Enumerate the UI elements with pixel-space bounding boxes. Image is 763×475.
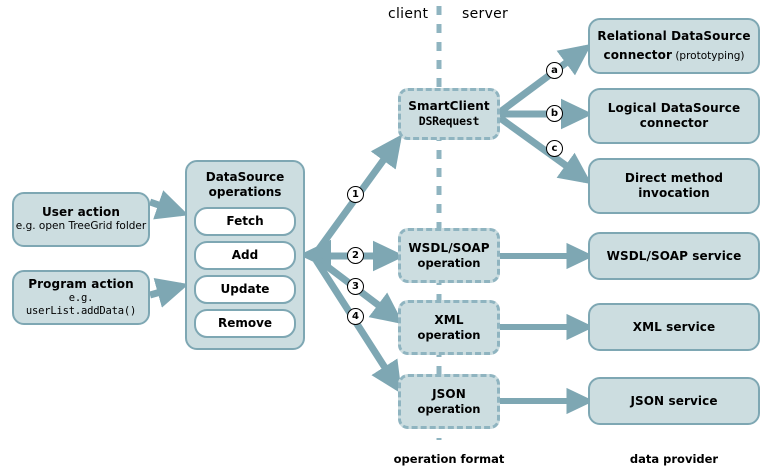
wsdl-soap-operation-line2: operation <box>417 255 481 270</box>
node-xml-operation[interactable]: XML operation <box>398 300 500 355</box>
smartclient-dsrequest-line1: SmartClient <box>408 99 490 114</box>
node-smartclient-dsrequest[interactable]: SmartClient DSRequest <box>398 88 500 140</box>
xml-operation-line2: operation <box>417 327 481 342</box>
arrow-c-direct-method <box>497 115 592 185</box>
program-action-example: e.g. userList.addData() <box>25 291 137 317</box>
operation-fetch-button[interactable]: Fetch <box>194 207 296 236</box>
arrow-user-action-to-operations <box>148 190 189 220</box>
node-json-service[interactable]: JSON service <box>588 377 760 425</box>
logical-connector-line1: Logical DataSource <box>607 101 741 115</box>
label-client: client <box>388 6 429 22</box>
user-action-example: e.g. open TreeGrid folder <box>15 220 147 233</box>
label-operation-format: operation format <box>393 452 505 466</box>
node-xml-service[interactable]: XML service <box>588 303 760 351</box>
badge-step-4: 4 <box>347 308 364 325</box>
datasource-operations-title: DataSource operations <box>206 170 285 200</box>
node-json-operation[interactable]: JSON operation <box>398 374 500 429</box>
user-action-title: User action <box>41 205 121 220</box>
arrow-a-relational-connector <box>497 43 592 115</box>
badge-step-3: 3 <box>347 278 364 295</box>
xml-service-label: XML service <box>632 319 716 334</box>
label-server: server <box>462 6 509 22</box>
operation-update-button[interactable]: Update <box>194 275 296 304</box>
node-logical-datasource-connector[interactable]: Logical DataSource connector <box>588 88 760 144</box>
node-direct-method-invocation[interactable]: Direct method invocation <box>588 158 760 214</box>
operation-remove-button[interactable]: Remove <box>194 309 296 338</box>
badge-option-a: a <box>546 62 563 79</box>
json-operation-line1: JSON <box>432 386 466 401</box>
json-service-label: JSON service <box>630 393 718 408</box>
node-user-action[interactable]: User action e.g. open TreeGrid folder <box>12 192 150 247</box>
relational-connector-line1: Relational DataSource <box>597 28 751 43</box>
json-operation-line2: operation <box>417 401 481 416</box>
badge-step-1: 1 <box>347 186 364 203</box>
smartclient-dsrequest-line2: DSRequest <box>418 114 480 129</box>
node-wsdl-soap-service[interactable]: WSDL/SOAP service <box>588 232 760 280</box>
relational-connector-line2-suffix: (prototyping) <box>672 49 745 62</box>
operation-add-button[interactable]: Add <box>194 241 296 270</box>
badge-option-b: b <box>546 105 563 122</box>
logical-connector-line2: connector <box>639 116 709 130</box>
arrow-program-action-to-operations <box>149 277 189 308</box>
node-program-action[interactable]: Program action e.g. userList.addData() <box>12 270 150 325</box>
direct-method-line1: Direct method <box>624 171 724 185</box>
wsdl-soap-operation-line1: WSDL/SOAP <box>408 240 490 255</box>
relational-connector-line2: connector <box>603 47 672 62</box>
node-relational-datasource-connector[interactable]: Relational DataSource connector (prototy… <box>588 18 760 74</box>
node-wsdl-soap-operation[interactable]: WSDL/SOAP operation <box>398 228 500 283</box>
datasource-operations-title-line2: operations <box>208 185 282 199</box>
badge-step-2: 2 <box>347 247 364 264</box>
datasource-operations-title-line1: DataSource <box>205 170 285 184</box>
node-datasource-operations[interactable]: DataSource operations Fetch Add Update R… <box>185 160 305 350</box>
relational-connector-line2-wrap: connector (prototyping) <box>604 44 745 64</box>
label-data-provider: data provider <box>629 452 719 466</box>
badge-option-c: c <box>546 140 563 157</box>
direct-method-line2: invocation <box>638 186 710 200</box>
program-action-title: Program action <box>28 276 134 291</box>
wsdl-soap-service-label: WSDL/SOAP service <box>606 248 742 263</box>
xml-operation-line1: XML <box>434 312 464 327</box>
